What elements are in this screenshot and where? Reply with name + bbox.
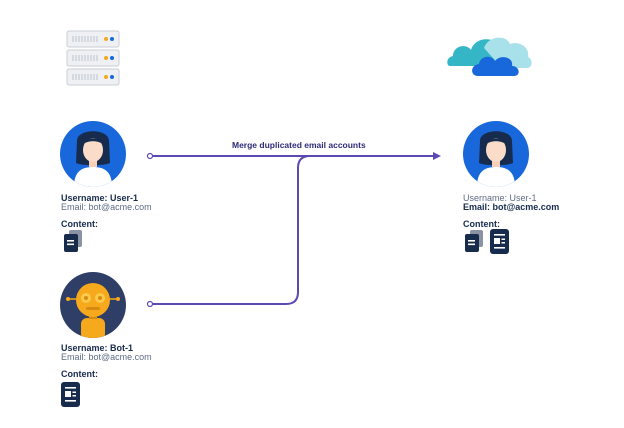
target-user-username: Username: User-1 <box>463 193 537 203</box>
target-user-content-label: Content: <box>463 219 500 229</box>
cloud-icon <box>444 26 534 78</box>
source-user-username: Username: User-1 <box>61 193 139 203</box>
source-user-email: Email: bot@acme.com <box>61 202 152 212</box>
documents-icon <box>62 229 84 253</box>
page-icon <box>490 229 510 255</box>
source-bot-username: Username: Bot-1 <box>61 343 134 353</box>
source-user-content-label: Content: <box>61 219 98 229</box>
user-avatar-icon <box>463 121 529 187</box>
page-icon <box>61 382 81 408</box>
user-avatar-icon <box>60 121 126 187</box>
robot-avatar-icon <box>60 272 126 338</box>
source-bot-email: Email: bot@acme.com <box>61 352 152 362</box>
merge-label: Merge duplicated email accounts <box>232 140 366 150</box>
source-bot-content-label: Content: <box>61 369 98 379</box>
documents-icon <box>463 229 485 253</box>
target-user-email: Email: bot@acme.com <box>463 202 560 212</box>
bot-merge-arrow <box>150 155 311 305</box>
server-icon <box>66 30 120 86</box>
